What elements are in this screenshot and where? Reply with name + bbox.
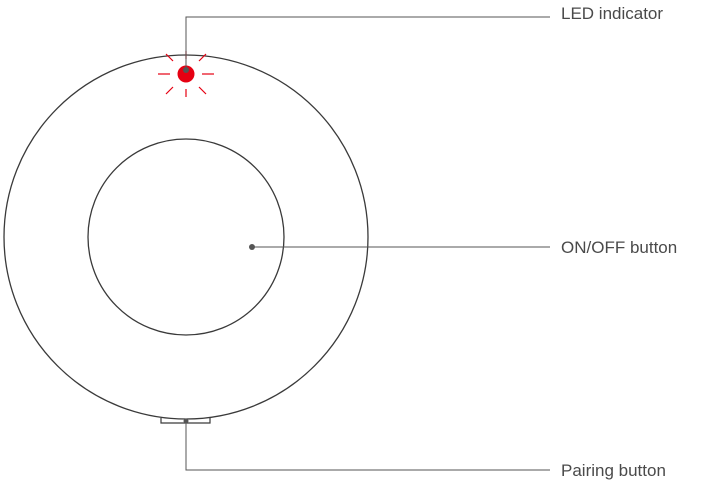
pairing-callout-dot: [184, 419, 189, 424]
onoff-callout-dot: [249, 244, 255, 250]
led-callout-dot: [183, 67, 189, 73]
pairing-leader-line: [186, 421, 550, 470]
led-leader-line: [186, 17, 550, 70]
led-indicator-label: LED indicator: [561, 5, 663, 22]
device-outer-ring: [4, 55, 368, 419]
on-off-button-shape: [88, 139, 284, 335]
on-off-button-label: ON/OFF button: [561, 239, 677, 256]
pairing-button-label: Pairing button: [561, 462, 666, 479]
